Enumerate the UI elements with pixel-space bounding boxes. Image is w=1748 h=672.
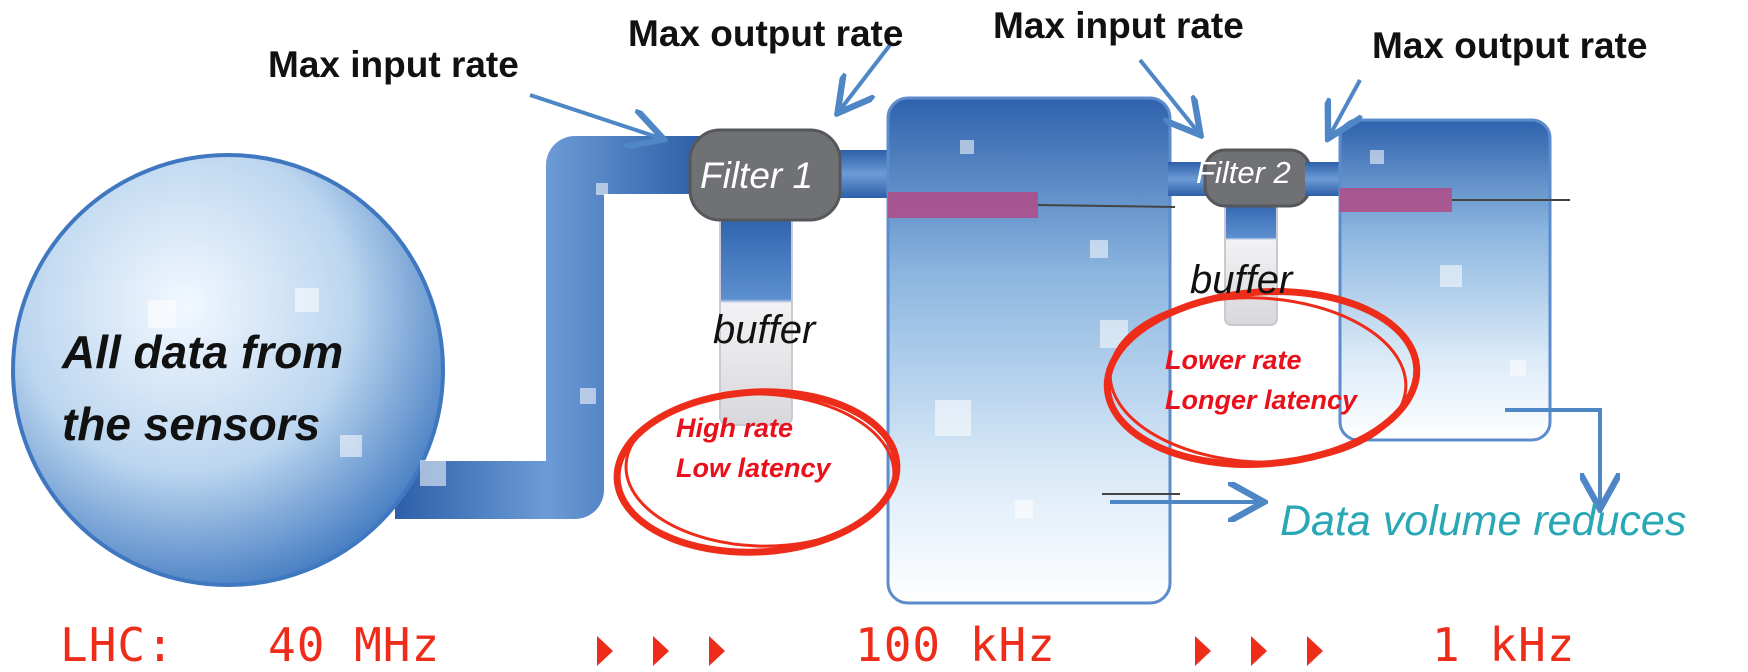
note-stage-2: Lower rate Longer latency: [1165, 340, 1357, 420]
label-max-input-rate-1: Max input rate: [268, 44, 519, 85]
rate-1: 40 MHz: [268, 618, 441, 672]
tank-2-level-bar: [1340, 188, 1452, 212]
note-stage-1-line-2: Low latency: [676, 453, 831, 483]
arrow-max-output-2: [1330, 79, 1360, 135]
note-stage-1: High rate Low latency: [676, 408, 831, 488]
highlight-stage-2: [1103, 288, 1421, 468]
arrow-max-input-2: [1138, 58, 1198, 132]
annotation-arrows: [529, 43, 1600, 505]
tank-1: [886, 96, 1172, 605]
red-highlight-circles: [613, 288, 1421, 556]
rate-arrows: [597, 636, 1323, 666]
rate-arrow-1a: [597, 636, 613, 666]
arrow-data-volume-down: [1505, 408, 1600, 505]
rate-arrow-2a: [1195, 636, 1211, 666]
rate-arrow-1b: [653, 636, 669, 666]
buffer-1-label: buffer: [713, 308, 816, 352]
rate-prefix: LHC:: [60, 618, 175, 672]
note-stage-2-line-1: Lower rate: [1165, 345, 1302, 375]
sensor-data-label: All data from the sensors: [62, 316, 343, 460]
rate-3: 1 kHz: [1432, 618, 1576, 672]
data-volume-label: Data volume reduces: [1280, 497, 1687, 545]
rate-arrow-2c: [1307, 636, 1323, 666]
highlight-stage-1: [613, 388, 901, 556]
particle-decoration: [148, 140, 1526, 518]
arrow-max-output-1: [840, 43, 892, 110]
sensor-data-sphere: [11, 153, 445, 587]
rate-2: 100 kHz: [855, 618, 1056, 672]
filter-2-label: Filter 2: [1196, 155, 1291, 190]
note-stage-1-line-1: High rate: [676, 413, 794, 443]
label-max-output-rate-1: Max output rate: [628, 13, 904, 54]
filter-1-label: Filter 1: [700, 155, 814, 196]
tank-1-level-bar: [888, 192, 1038, 218]
buffer-2-label: buffer: [1190, 258, 1293, 302]
filter-1: [688, 128, 842, 222]
arrow-max-input-1: [529, 93, 660, 138]
label-max-output-rate-2: Max output rate: [1372, 25, 1648, 66]
rate-arrow-2b: [1251, 636, 1267, 666]
pipe-filter2-tank2: [1305, 162, 1345, 196]
sensor-data-line-2: the sensors: [62, 398, 321, 450]
note-stage-2-line-2: Longer latency: [1165, 385, 1358, 415]
sensor-data-line-1: All data from: [62, 326, 344, 378]
label-max-input-rate-2: Max input rate: [993, 5, 1244, 46]
rate-arrow-1c: [709, 636, 725, 666]
